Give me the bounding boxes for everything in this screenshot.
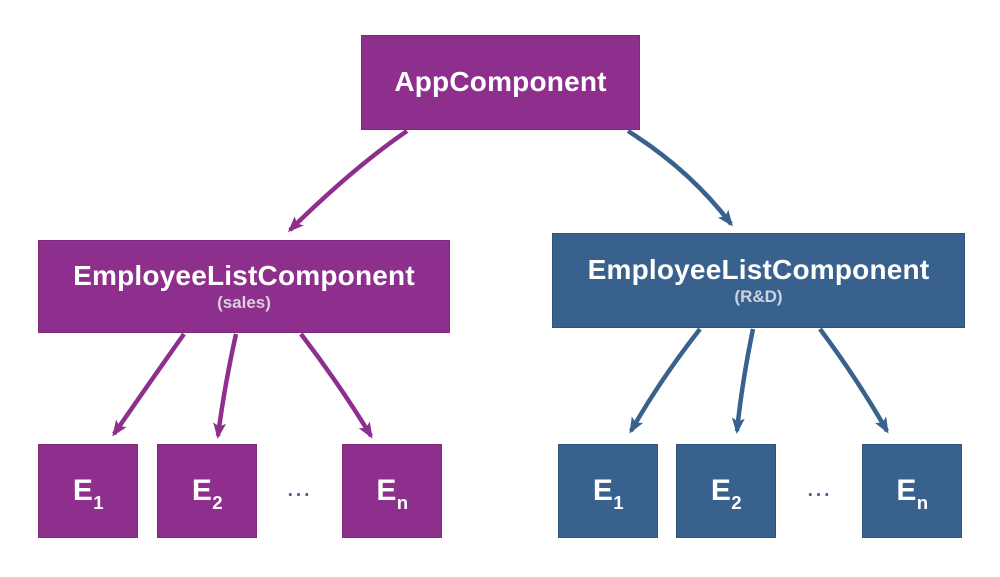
edge-rnd-to-e2-arrow	[731, 328, 756, 434]
sales-employee-n-node: En	[342, 444, 442, 538]
edge-rnd-to-e1-arrow	[629, 327, 702, 434]
app-component-node: AppComponent	[361, 35, 640, 130]
rnd-ellipsis: ...	[807, 480, 833, 501]
sales-employee-n-label: En	[376, 474, 409, 514]
rnd-employee-n-label: En	[896, 474, 929, 514]
employee-list-sales-node: EmployeeListComponent (sales)	[38, 240, 450, 333]
edge-sales-to-e2-arrow	[213, 333, 239, 439]
sales-ellipsis: ...	[287, 480, 313, 501]
rnd-employee-n-node: En	[862, 444, 962, 538]
edge-sales-to-e1-arrow	[112, 332, 186, 437]
rnd-employee-1-label: E1	[592, 474, 624, 514]
sales-employee-1-label: E1	[72, 474, 104, 514]
edge-app-to-rnd-arrow	[626, 129, 733, 227]
app-component-label: AppComponent	[394, 66, 607, 98]
sales-employee-2-label: E2	[191, 474, 223, 514]
sales-employee-1-node: E1	[38, 444, 138, 538]
rnd-employee-2-node: E2	[676, 444, 776, 538]
rnd-employee-2-label: E2	[710, 474, 742, 514]
employee-list-rnd-sublabel: (R&D)	[734, 286, 783, 306]
employee-list-rnd-node: EmployeeListComponent (R&D)	[552, 233, 965, 328]
employee-list-rnd-label: EmployeeListComponent	[587, 253, 930, 285]
sales-employee-2-node: E2	[157, 444, 257, 538]
edge-sales-to-en-arrow	[299, 332, 373, 439]
employee-list-sales-label: EmployeeListComponent	[73, 259, 415, 291]
edge-rnd-to-en-arrow	[818, 327, 889, 434]
edge-app-to-sales-arrow	[287, 129, 409, 233]
rnd-employee-1-node: E1	[558, 444, 658, 538]
employee-list-sales-sublabel: (sales)	[217, 292, 271, 312]
